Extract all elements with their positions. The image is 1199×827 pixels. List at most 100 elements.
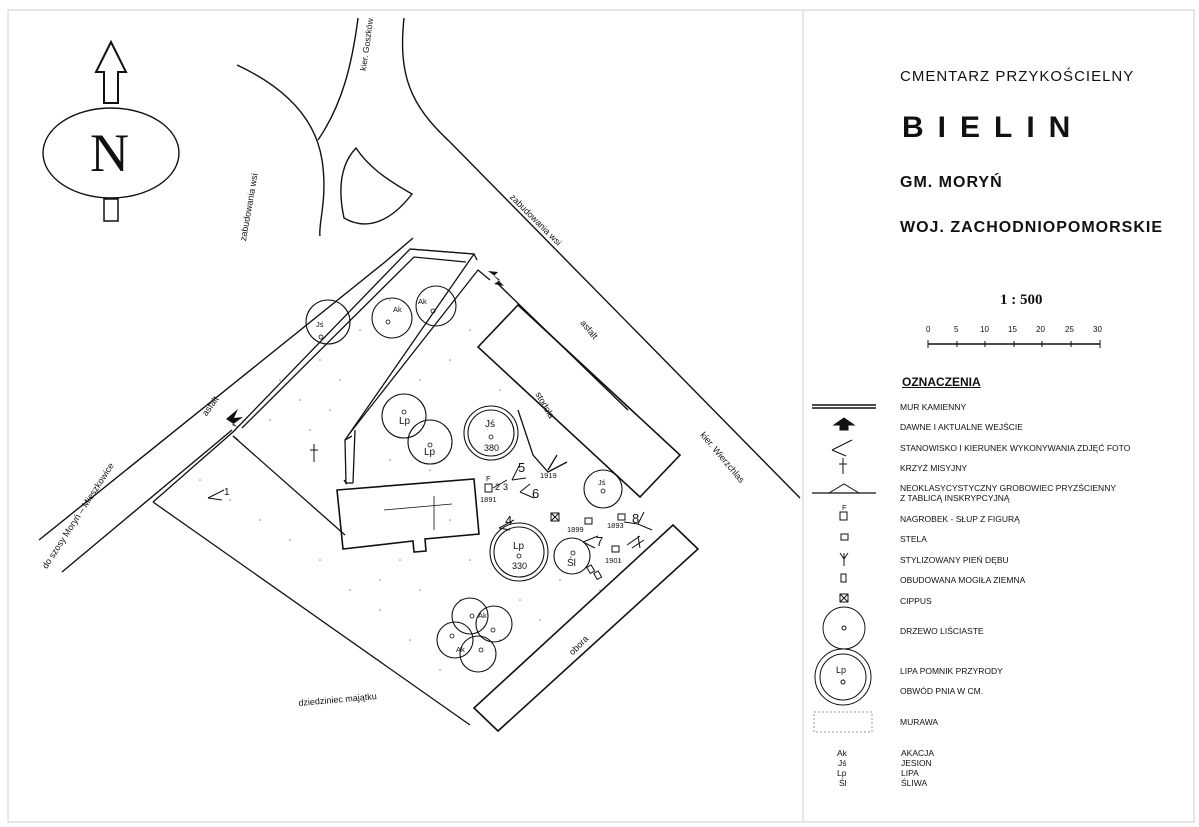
abbrev-code: Jś	[838, 758, 847, 768]
entrance-arrow-icon	[488, 271, 504, 286]
legend-item-label: LIPA POMNIK PRZYRODY	[900, 666, 1003, 676]
deciduous-tree-icon	[822, 606, 866, 650]
legend-title: OZNACZENIA	[902, 375, 981, 389]
photo-number: 8	[632, 511, 640, 526]
legend-item-label: STELA	[900, 534, 927, 544]
legend-item-label: NEOKLASYCYSTYCZNY GROBOWIEC PRYZŚCIENNY	[900, 483, 1117, 493]
map-title-place: BIELIN	[902, 111, 1085, 144]
sheet-border	[7, 9, 1195, 823]
tree-centers	[318, 308, 606, 653]
neoclassical-tomb-icon	[812, 483, 876, 494]
legend-item-label: OBUDOWANA MOGIŁA ZIEMNA	[900, 575, 1026, 585]
legend-item-label: STANOWISKO I KIERUNEK WYKONYWANIA ZDJĘĆ …	[900, 443, 1131, 453]
photo-number: 5	[518, 460, 526, 475]
tree-code: Jś	[485, 419, 495, 430]
legend-symbols	[812, 404, 876, 733]
barn-building	[476, 303, 682, 499]
legend-item-label: STYLIZOWANY PIEŃ DĘBU	[900, 555, 1009, 565]
tree-code: Ak	[418, 297, 427, 306]
abbrev-name: ŚLIWA	[901, 778, 928, 788]
scale-tick: 5	[954, 325, 959, 334]
photo-position-marks	[207, 465, 653, 549]
map-title-type: CMENTARZ PRZYKOŚCIELNY	[900, 68, 1135, 85]
map-title-commune: GM. MORYŃ	[900, 174, 1003, 191]
legend-item-label: OBWÓD PNIA W CM.	[900, 686, 984, 696]
scale-tick: 30	[1093, 325, 1102, 334]
legend-marker-f: F	[842, 503, 847, 512]
tree-code: Jś	[598, 478, 606, 487]
tree-code: Lp	[513, 541, 525, 552]
tree-circles	[305, 285, 623, 673]
legend-item-label: DAWNE I AKTUALNE WEJŚCIE	[900, 422, 1023, 432]
cippus-icon	[839, 593, 849, 603]
photo-number: 6	[532, 486, 540, 501]
earth-grave-icon	[840, 573, 847, 583]
photo-position-icon	[207, 489, 225, 501]
tree-code: Śl	[567, 558, 576, 569]
north-arrow-icon	[42, 39, 180, 222]
earth-grave-icon	[593, 570, 603, 581]
photo-number: 2	[495, 482, 501, 492]
scale-tick: 0	[926, 325, 931, 334]
earth-grave-icon	[586, 564, 596, 575]
photo-number: 4	[505, 513, 513, 528]
tree-code: Lp	[424, 447, 436, 458]
stone-wall-icon	[812, 404, 876, 409]
oak-stump-icon	[839, 552, 849, 566]
tombstone-pillar-icon	[839, 511, 848, 521]
cippus-icon	[550, 512, 560, 522]
map-title-voivodeship: WOJ. ZACHODNIOPOMORSKIE	[900, 219, 1164, 236]
legend-symbol-code: Lp	[836, 665, 847, 675]
church-building	[336, 478, 480, 553]
grave-year: 1893	[607, 521, 624, 530]
scale-tick: 25	[1065, 325, 1074, 334]
tree-code: Ak	[478, 611, 487, 620]
tree-code: Ak	[393, 305, 402, 314]
photo-position-icon	[831, 439, 853, 457]
mission-cross-icon	[839, 458, 847, 474]
photo-number: 7	[596, 534, 604, 549]
cowshed-building	[472, 523, 700, 733]
abbrev-name: AKACJA	[901, 748, 935, 758]
grave-year: 1891	[480, 495, 497, 504]
grave-year: 1899	[567, 525, 584, 534]
tree-girth: 380	[484, 443, 500, 453]
photo-number: 3	[503, 482, 509, 492]
tree-code: Jś	[316, 320, 324, 329]
mission-cross-icon	[310, 444, 318, 462]
grave-symbols	[484, 483, 626, 581]
grave-marker-f: F	[486, 474, 491, 483]
abbrev-code: Lp	[837, 768, 847, 778]
lawn-texture	[199, 299, 621, 671]
scale-ratio: 1 : 500	[1000, 292, 1043, 308]
scale-bar	[927, 340, 1101, 348]
tree-girth: 330	[512, 561, 528, 571]
legend-item-label: MURAWA	[900, 717, 939, 727]
legend-item-label: MUR KAMIENNY	[900, 402, 967, 412]
grave-year: 1901	[605, 556, 622, 565]
abbrev-name: LIPA	[901, 768, 919, 778]
tree-code: Lp	[399, 416, 411, 427]
tree-code: Ak	[456, 645, 465, 654]
legend-item-label: Z TABLICĄ INSKRYPCYJNĄ	[900, 493, 1010, 503]
abbrev-code: Śl	[839, 778, 847, 788]
stela-icon	[840, 533, 849, 541]
legend-item-label: DRZEWO LIŚCIASTE	[900, 626, 984, 636]
stela-icon	[611, 545, 620, 553]
cemetery-wall	[152, 248, 568, 726]
legend-item-label: NAGROBEK - SŁUP Z FIGURĄ	[900, 514, 1020, 524]
legend-item-label: CIPPUS	[900, 596, 932, 606]
lawn-icon	[813, 711, 873, 733]
scale-tick: 10	[980, 325, 989, 334]
tombstone-pillar-icon	[484, 483, 493, 493]
scale-tick: 20	[1036, 325, 1045, 334]
abbrev-code: Ak	[837, 748, 847, 758]
scale-tick: 15	[1008, 325, 1017, 334]
abbrev-name: JESION	[901, 758, 932, 768]
entrance-arrow-icon	[226, 409, 243, 427]
entrance-arrow-icon	[832, 417, 856, 431]
linden-monument-icon	[814, 648, 872, 706]
legend-item-label: KRZYŻ MISYJNY	[900, 463, 968, 473]
grave-year: 1919	[540, 471, 557, 480]
